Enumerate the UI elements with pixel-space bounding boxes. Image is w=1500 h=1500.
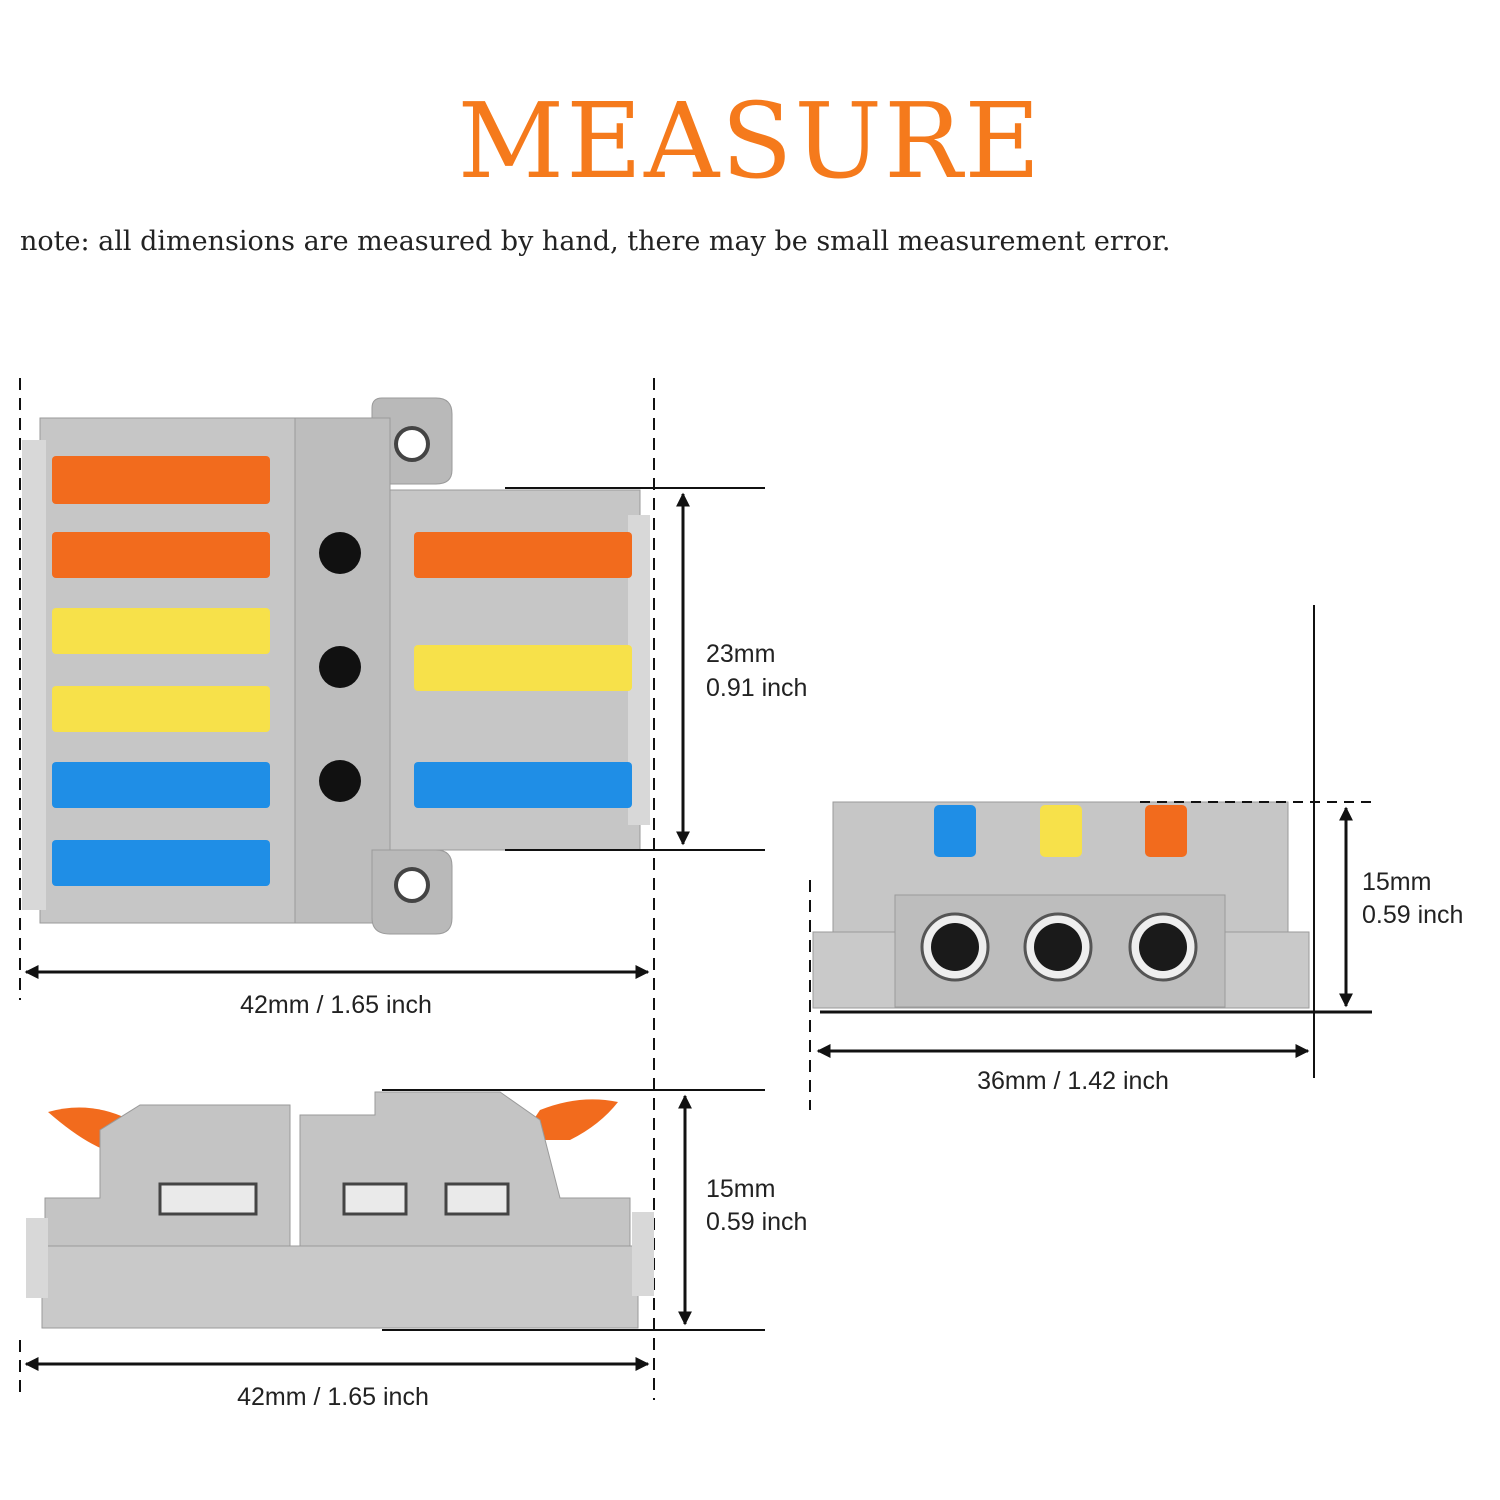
page-title: MEASURE [457, 80, 1043, 202]
lever-yellow [414, 645, 632, 691]
lever-orange [52, 456, 270, 504]
end-view-height-mm: 15mm [1362, 868, 1431, 896]
measurement-note: note: all dimensions are measured by han… [20, 226, 1171, 257]
lever-blue [52, 840, 270, 886]
end-view-height-inch: 0.59 inch [1362, 901, 1463, 929]
lever-yellow [52, 608, 270, 654]
top-view-connector [22, 397, 650, 935]
top-view-height-inch: 0.91 inch [706, 674, 807, 702]
side-view-width-label: 42mm / 1.65 inch [237, 1383, 429, 1411]
side-view-height-mm: 15mm [706, 1175, 775, 1203]
lever-blue [414, 762, 632, 808]
top-view-height-mm: 23mm [706, 640, 775, 668]
end-view-connector [812, 801, 1310, 1009]
lever-yellow [52, 686, 270, 732]
side-view-height-inch: 0.59 inch [706, 1208, 807, 1236]
tab-blue [934, 805, 976, 857]
tab-yellow [1040, 805, 1082, 857]
tab-orange [1145, 805, 1187, 857]
lever-orange [52, 532, 270, 578]
end-view-width-label: 36mm / 1.42 inch [977, 1067, 1169, 1095]
lever-blue [52, 762, 270, 808]
side-view-connector [26, 1091, 654, 1329]
lever-orange [414, 532, 632, 578]
top-view-width-label: 42mm / 1.65 inch [240, 991, 432, 1019]
